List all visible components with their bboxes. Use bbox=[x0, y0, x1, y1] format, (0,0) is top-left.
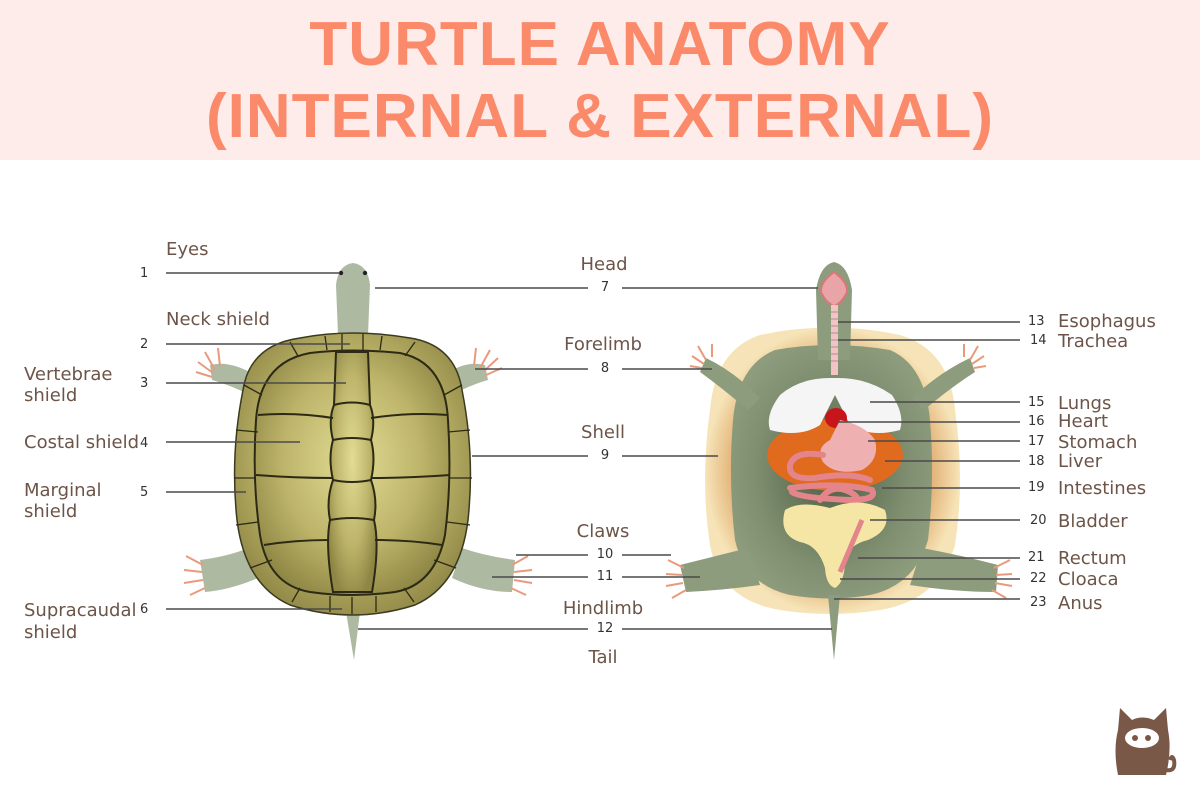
internal-turtle bbox=[665, 262, 1013, 660]
label-lungs: Lungs bbox=[1058, 393, 1112, 414]
hindlimb-right bbox=[452, 548, 515, 592]
num-5: 5 bbox=[140, 485, 149, 500]
label-stomach: Stomach bbox=[1058, 432, 1138, 453]
page-title-line1: TURTLE ANATOMY bbox=[309, 10, 891, 79]
num-17: 17 bbox=[1028, 434, 1045, 449]
label-head: Head bbox=[580, 254, 628, 275]
claws-back-right bbox=[510, 555, 533, 596]
label-tail: Tail bbox=[588, 647, 618, 668]
rectum bbox=[837, 519, 865, 573]
label-trachea: Trachea bbox=[1058, 331, 1129, 352]
label-anus: Anus bbox=[1058, 593, 1103, 614]
num-22: 22 bbox=[1030, 571, 1047, 586]
label-cloaca: Cloaca bbox=[1058, 569, 1119, 590]
leader-lines bbox=[166, 272, 1020, 630]
num-3: 3 bbox=[140, 376, 149, 391]
num-4: 4 bbox=[140, 436, 149, 451]
claws-front-left bbox=[195, 347, 221, 378]
num-9: 9 bbox=[600, 448, 610, 463]
label-forelimb: Forelimb bbox=[564, 334, 642, 355]
lungs bbox=[768, 378, 902, 434]
label-marginal-shield-l1: Marginal bbox=[24, 480, 102, 501]
eye-right bbox=[362, 270, 368, 276]
head bbox=[336, 263, 370, 335]
vertebral-scutes bbox=[327, 351, 378, 593]
forelimb-right bbox=[912, 358, 975, 410]
label-heart: Heart bbox=[1058, 411, 1109, 432]
claws-back-left bbox=[183, 555, 206, 596]
num-11: 11 bbox=[596, 569, 614, 584]
label-supracaudal-shield-l2: shield bbox=[24, 622, 78, 643]
hindlimb-right bbox=[910, 548, 998, 592]
label-marginal-shield-l2: shield bbox=[24, 501, 78, 522]
label-vertebrae-shield-l1: Vertebrae bbox=[24, 364, 113, 385]
hindlimb-left bbox=[200, 548, 258, 592]
label-neck-shield: Neck shield bbox=[166, 309, 270, 330]
num-10: 10 bbox=[596, 547, 614, 562]
cat-mascot-icon bbox=[1115, 708, 1177, 775]
label-eyes: Eyes bbox=[166, 239, 209, 260]
num-16: 16 bbox=[1028, 414, 1045, 429]
label-intestines: Intestines bbox=[1058, 478, 1147, 499]
label-esophagus: Esophagus bbox=[1058, 311, 1156, 332]
label-costal-shield: Costal shield bbox=[24, 432, 140, 453]
external-turtle bbox=[183, 263, 533, 660]
num-1: 1 bbox=[140, 266, 149, 281]
num-13: 13 bbox=[1028, 314, 1045, 329]
trachea-rings bbox=[831, 311, 838, 362]
forelimb-left bbox=[700, 358, 760, 410]
label-rectum: Rectum bbox=[1058, 548, 1127, 569]
internal-claws bbox=[665, 344, 1013, 599]
num-8: 8 bbox=[600, 361, 610, 376]
title-banner: TURTLE ANATOMY (INTERNAL & EXTERNAL) bbox=[0, 0, 1200, 160]
label-liver: Liver bbox=[1058, 451, 1103, 472]
scute-lines bbox=[255, 401, 451, 546]
label-supracaudal-shield-l1: Supracaudal bbox=[24, 600, 137, 621]
page-title-line2: (INTERNAL & EXTERNAL) bbox=[206, 82, 994, 151]
stomach bbox=[820, 420, 877, 472]
num-12: 12 bbox=[596, 621, 614, 636]
num-7: 7 bbox=[600, 280, 610, 295]
num-18: 18 bbox=[1028, 454, 1045, 469]
label-vertebrae-shield-l2: shield bbox=[24, 385, 78, 406]
num-20: 20 bbox=[1030, 513, 1047, 528]
eye-left bbox=[338, 270, 344, 276]
label-bladder: Bladder bbox=[1058, 511, 1128, 532]
tail bbox=[346, 612, 360, 660]
label-shell: Shell bbox=[581, 422, 625, 443]
num-2: 2 bbox=[140, 337, 149, 352]
num-6: 6 bbox=[140, 602, 149, 617]
hindlimb-left bbox=[680, 548, 760, 592]
num-23: 23 bbox=[1030, 595, 1047, 610]
num-14: 14 bbox=[1030, 333, 1047, 348]
num-21: 21 bbox=[1028, 550, 1045, 565]
label-hindlimb: Hindlimb bbox=[562, 598, 644, 619]
intestines bbox=[786, 450, 876, 508]
tail bbox=[828, 595, 840, 660]
marginal-scute-lines bbox=[234, 334, 472, 614]
label-claws: Claws bbox=[576, 521, 630, 542]
num-19: 19 bbox=[1028, 480, 1045, 495]
num-15: 15 bbox=[1028, 395, 1045, 410]
